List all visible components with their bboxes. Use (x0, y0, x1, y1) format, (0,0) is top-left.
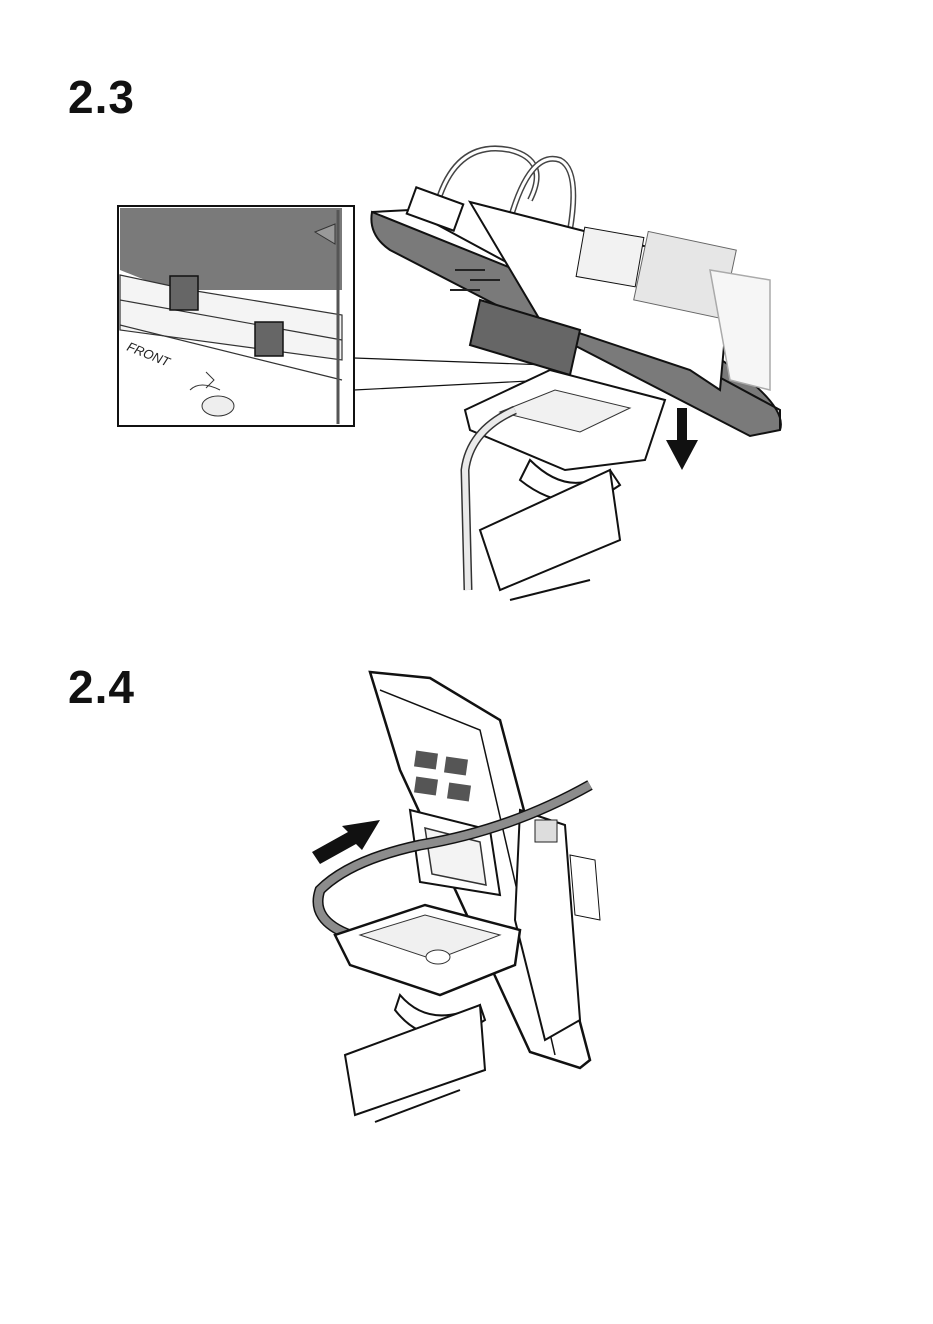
arrow-down-icon (666, 408, 698, 470)
base-bracket (335, 905, 520, 1122)
latch-right (255, 322, 283, 356)
step-title-2-4: 2.4 (68, 660, 135, 714)
latch-left (170, 276, 198, 310)
step-title-2-3: 2.3 (68, 70, 135, 124)
detail-inset: FRONT (118, 206, 354, 426)
step-2-3-illustration: FRONT (110, 140, 810, 610)
step-2-4-illustration (290, 660, 630, 1130)
base-bracket (465, 370, 665, 600)
